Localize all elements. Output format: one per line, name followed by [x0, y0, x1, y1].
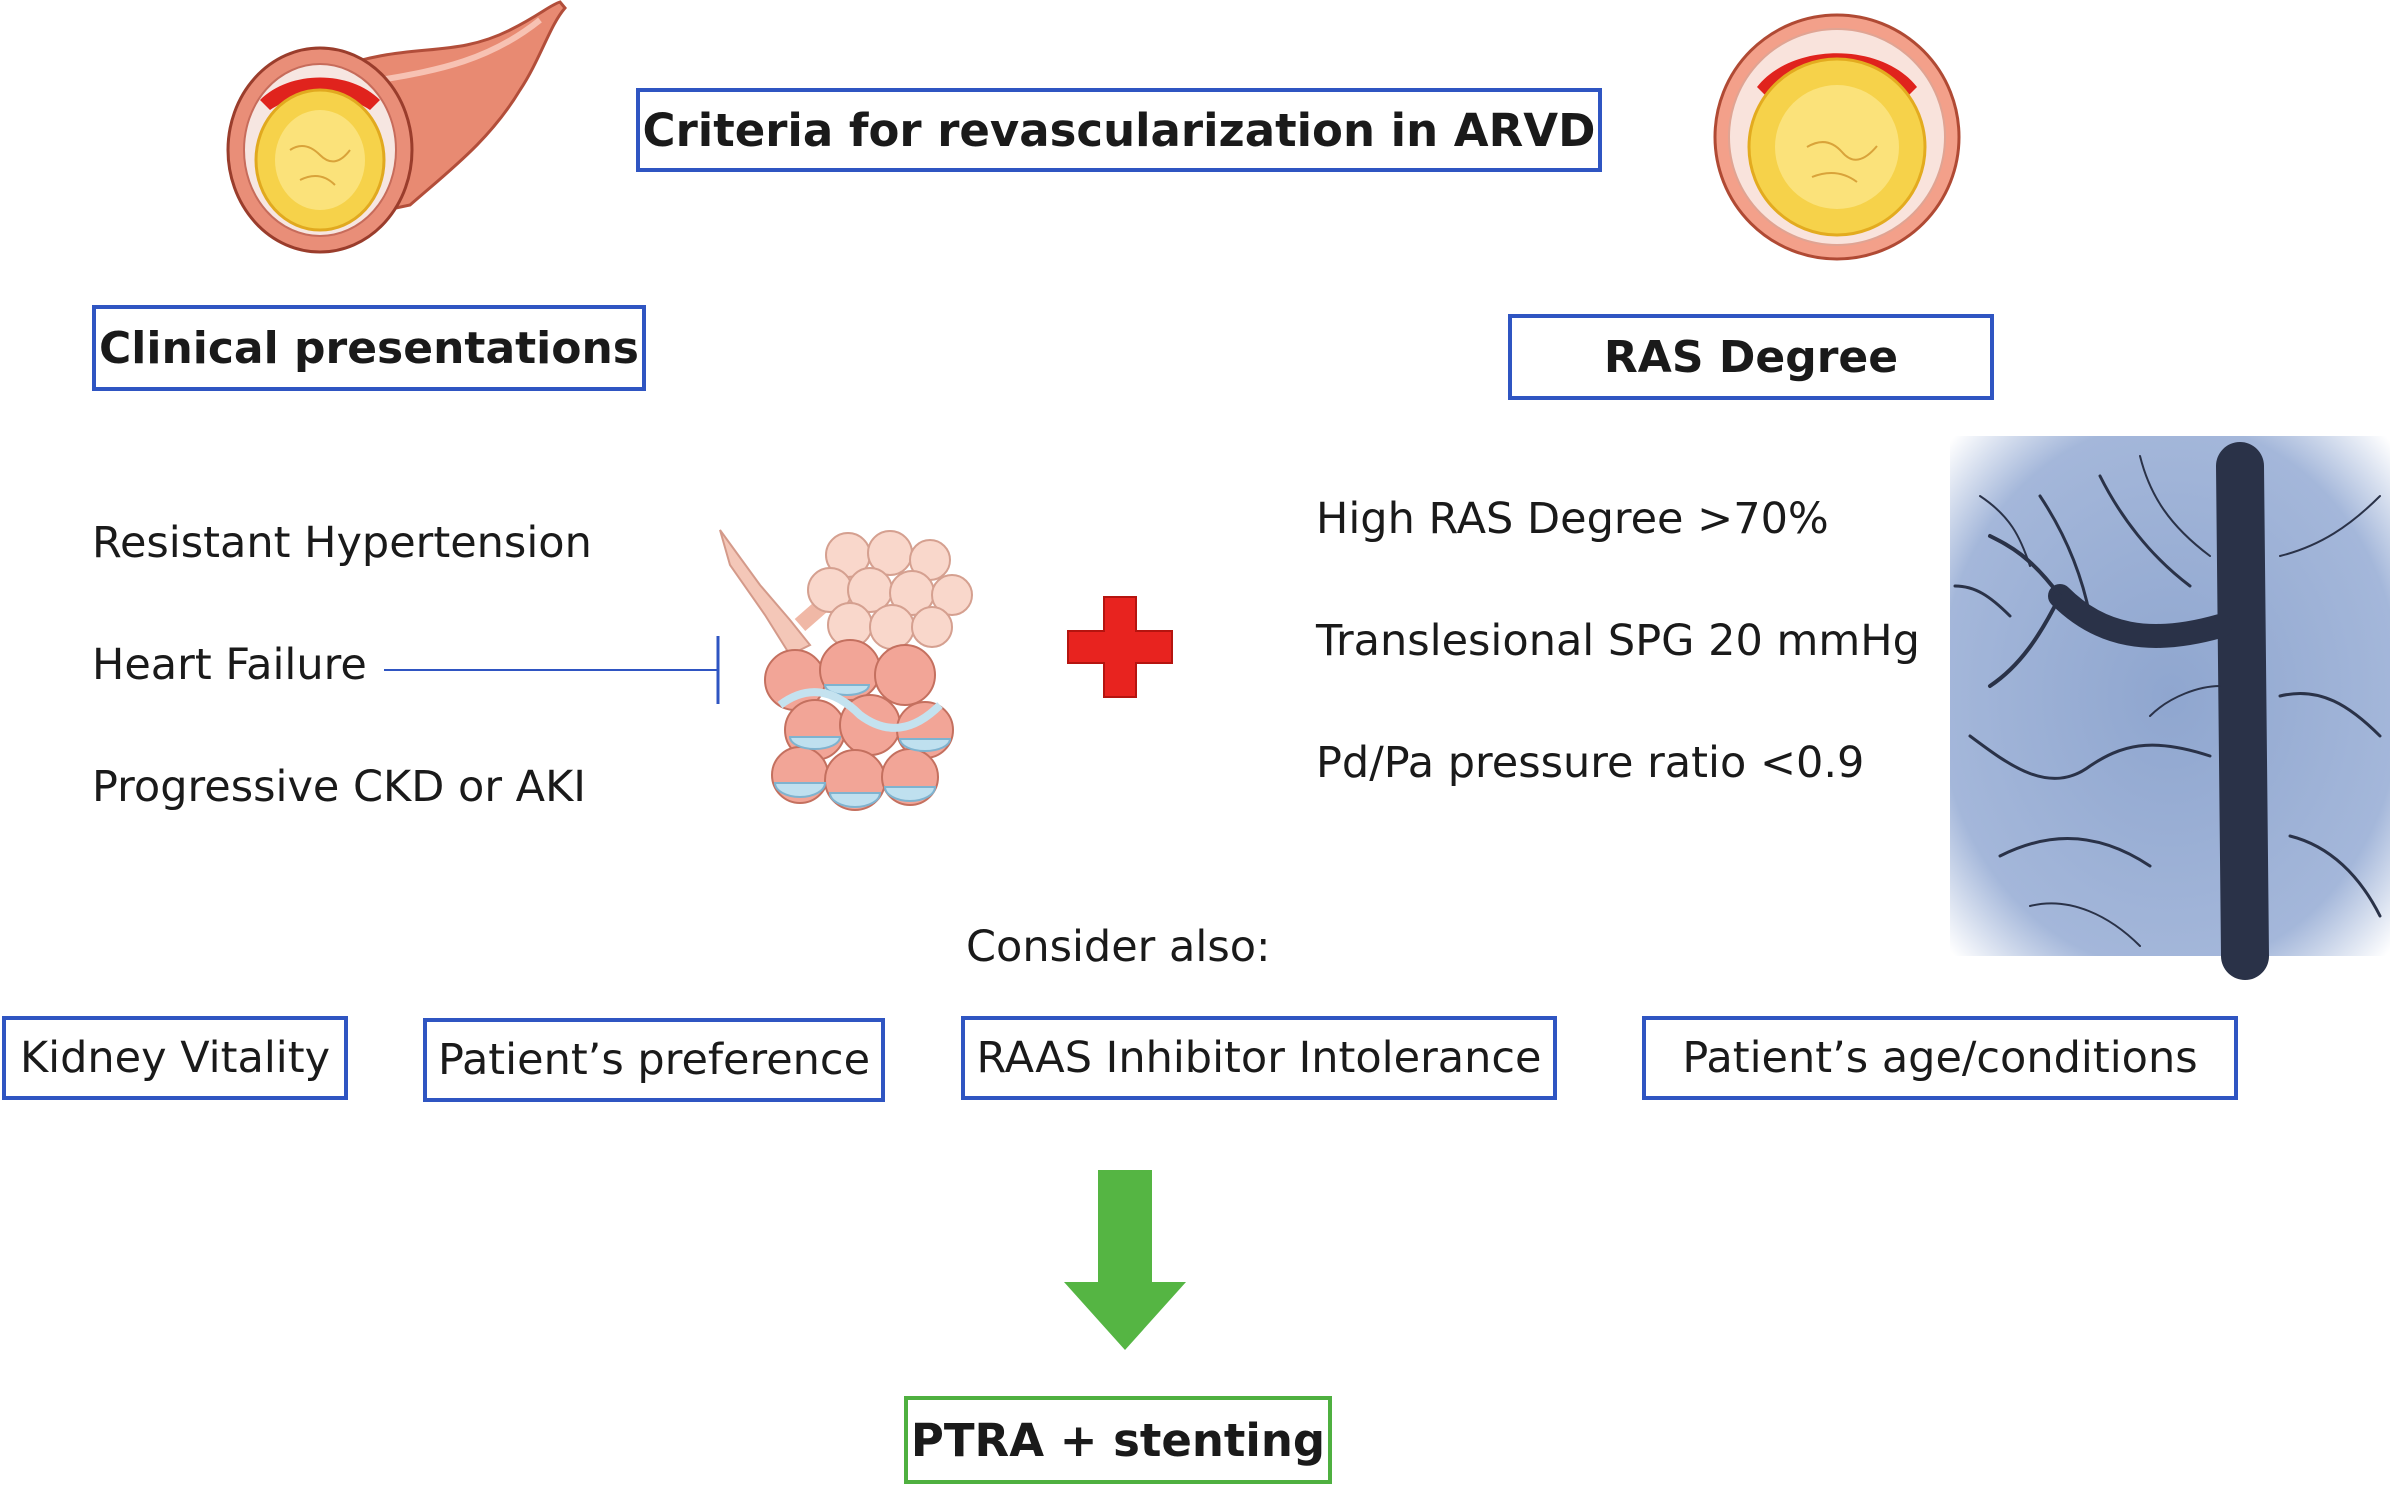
consider-box-label: Patient’s preference — [437, 1035, 871, 1085]
down-arrow-icon — [1064, 1170, 1186, 1350]
clinical-item: Heart Failure — [92, 640, 367, 690]
outcome-box: PTRA + stenting — [904, 1396, 1332, 1484]
clinical-item: Progressive CKD or AKI — [92, 762, 586, 812]
ras-item: High RAS Degree >70% — [1316, 494, 1829, 544]
consider-box-label: RAAS Inhibitor Intolerance — [976, 1033, 1542, 1083]
ras-item: Pd/Pa pressure ratio <0.9 — [1316, 738, 1865, 788]
clinical-presentations-box: Clinical presentations — [92, 305, 646, 391]
consider-box-raas-intolerance: RAAS Inhibitor Intolerance — [961, 1016, 1557, 1100]
ras-degree-heading: RAS Degree — [1603, 331, 1899, 383]
consider-box-label: Kidney Vitality — [19, 1033, 331, 1083]
artery-plaque-icon — [226, 0, 567, 254]
red-plus-icon — [1067, 596, 1173, 698]
clinical-presentations-heading: Clinical presentations — [98, 322, 639, 374]
artery-cross-section-icon — [1713, 13, 1961, 261]
consider-label: Consider also: — [966, 922, 1271, 972]
title-box: Criteria for revascularization in ARVD — [636, 88, 1602, 172]
alveoli-icon — [719, 529, 973, 811]
renal-angiogram-image — [1950, 436, 2390, 980]
ras-degree-box: RAS Degree — [1508, 314, 1994, 400]
consider-box-patient-preference: Patient’s preference — [423, 1018, 885, 1102]
diagram-title: Criteria for revascularization in ARVD — [642, 103, 1596, 157]
ras-item: Translesional SPG 20 mmHg — [1316, 616, 1920, 666]
consider-box-patient-age: Patient’s age/conditions — [1642, 1016, 2238, 1100]
outcome-label: PTRA + stenting — [910, 1413, 1326, 1467]
consider-box-kidney-vitality: Kidney Vitality — [2, 1016, 348, 1100]
consider-box-label: Patient’s age/conditions — [1682, 1033, 2198, 1083]
connector-line — [384, 636, 720, 704]
clinical-item: Resistant Hypertension — [92, 518, 592, 568]
